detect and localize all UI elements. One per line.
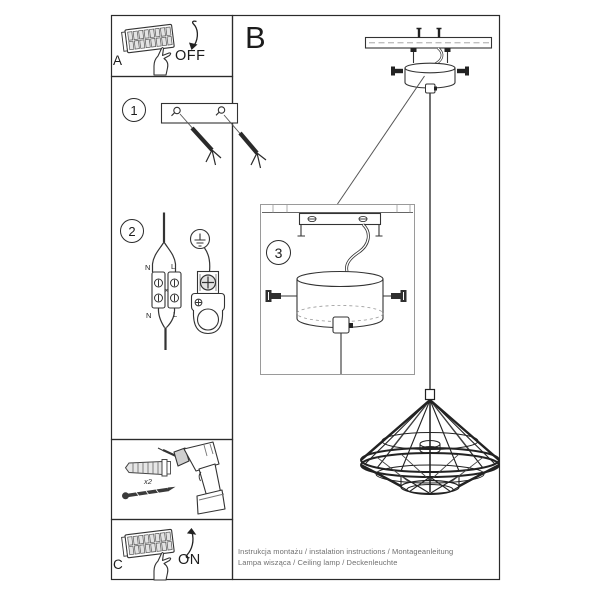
pendant-lamp-icon: [360, 388, 500, 495]
canopy-icon: [391, 47, 469, 94]
ceiling-bar-icon: [364, 27, 493, 49]
step-3-number: 3: [266, 240, 291, 265]
earth-symbol-icon: [189, 228, 211, 250]
callout-leader-line: [337, 75, 425, 205]
footer-title-line2: Lampa wisząca / Ceiling lamp / Deckenleu…: [238, 558, 398, 567]
plug-quantity: x2: [144, 477, 152, 486]
arrow-up-icon: [185, 528, 197, 559]
wire-label-l-bottom: L: [173, 310, 178, 319]
terminal-block-icon: [151, 212, 182, 350]
wire-label-n-bottom: N: [146, 311, 152, 320]
ground-clamp-icon: [190, 247, 226, 335]
step-c-state-on: ON: [178, 552, 201, 568]
step-a-label: A: [113, 53, 123, 68]
callout-canopy-detail: [262, 205, 413, 374]
mounting-bracket-icon: [160, 102, 239, 124]
step-2-number: 2: [120, 219, 144, 243]
wall-plug-icon: [124, 459, 171, 477]
drill-icon: [157, 441, 226, 515]
screw-icon: [223, 114, 267, 169]
step-1-number-text: 1: [130, 102, 138, 118]
arrow-down-icon: [189, 20, 199, 50]
step-b-label: B: [245, 20, 266, 55]
step-c-label: C: [113, 557, 123, 572]
wire-label-l-top: L: [171, 262, 176, 271]
breaker-panel-on-icon: [120, 528, 197, 581]
step-1-number: 1: [122, 98, 146, 122]
panel-frames: [110, 14, 501, 581]
step-a-state-off: OFF: [175, 48, 206, 64]
screw-icon: [179, 113, 222, 166]
wire-label-n-top: N: [145, 263, 151, 272]
footer-title-line1: Instrukcja montażu / instalation instruc…: [238, 547, 454, 556]
step-3-number-text: 3: [274, 244, 283, 261]
step3-callout-box: [260, 204, 415, 375]
breaker-panel-off-icon: [120, 20, 199, 76]
step-2-number-text: 2: [128, 223, 136, 239]
wood-screw-icon: [122, 486, 176, 500]
